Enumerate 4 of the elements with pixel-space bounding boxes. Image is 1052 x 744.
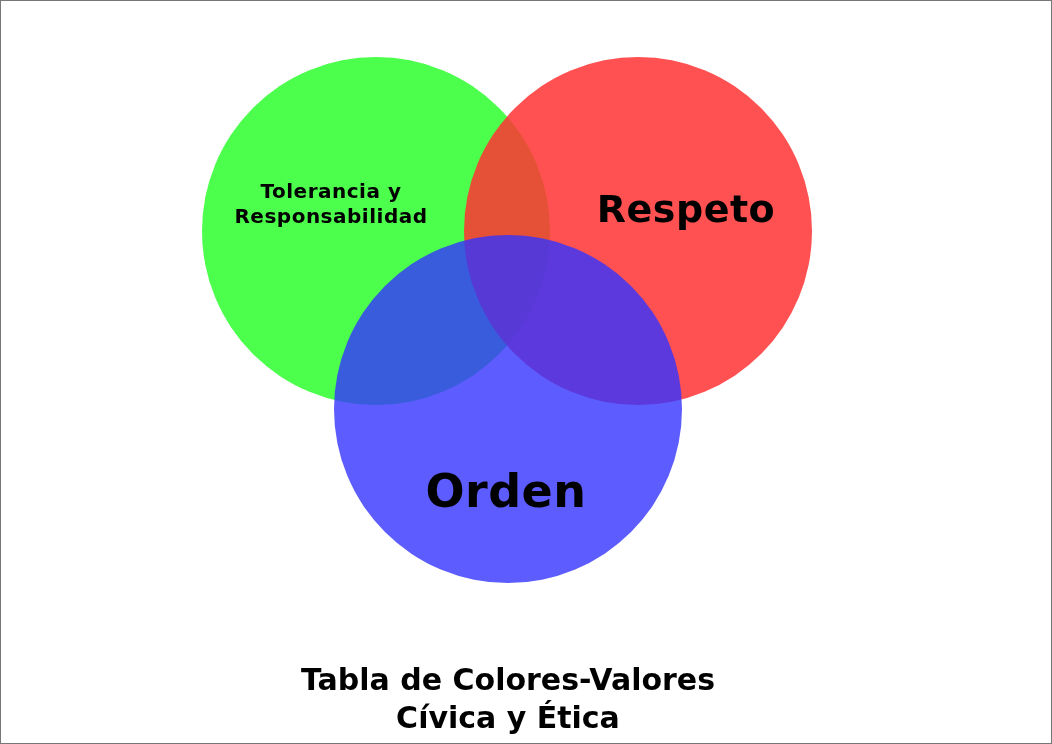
circle-label: Tolerancia y Responsabilidad — [233, 179, 429, 229]
caption: Tabla de Colores-Valores Cívica y Ética — [299, 661, 717, 736]
circle-label: Orden — [424, 463, 588, 520]
circle-label: Respeto — [595, 186, 777, 233]
